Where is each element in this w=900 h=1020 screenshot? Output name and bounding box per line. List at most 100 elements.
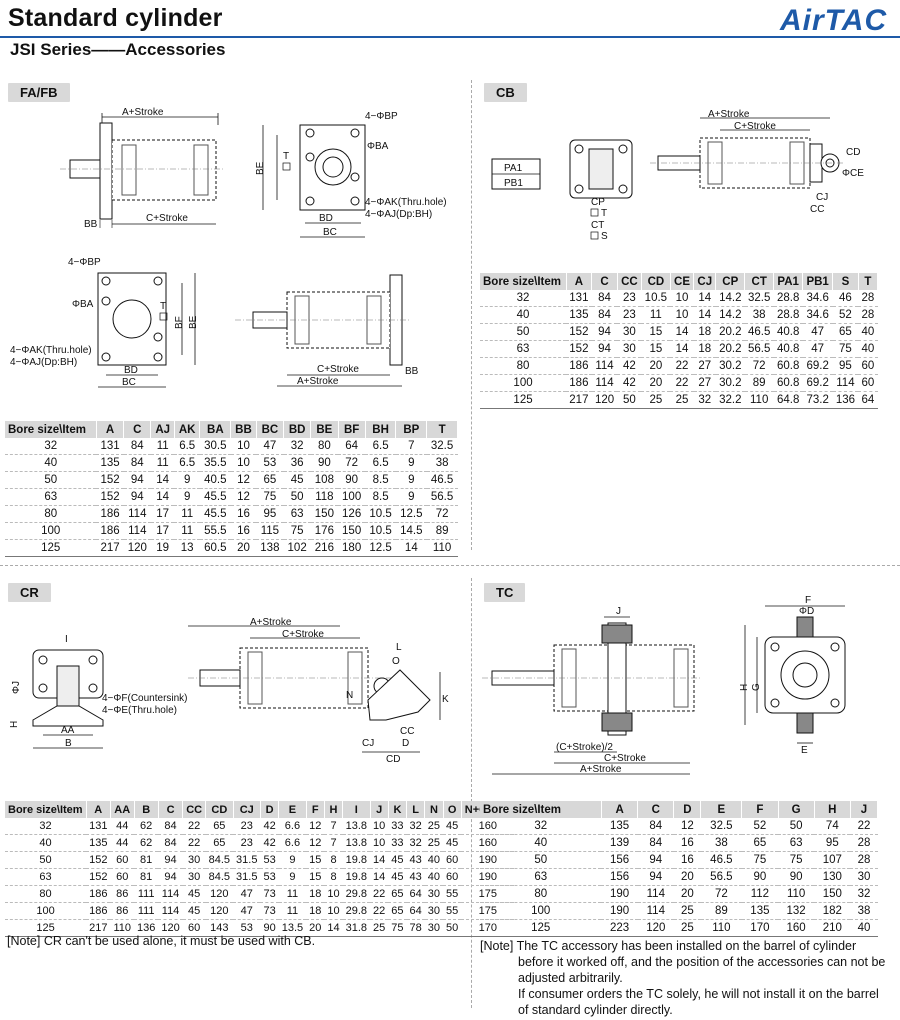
cr-table-cell: 18 bbox=[306, 885, 325, 903]
cr-table-cell: 45 bbox=[443, 818, 462, 835]
tc-drawing-side: J (C+Stroke)/2 C+Stroke A+Stroke bbox=[482, 606, 702, 775]
fafb-table-cell: 80 bbox=[5, 505, 97, 523]
tc-table-cell: 94 bbox=[637, 851, 674, 869]
cb-table-cell: 28 bbox=[858, 306, 878, 324]
fafb-table-cell: 65 bbox=[256, 471, 284, 489]
cr-table-cell: 13.8 bbox=[342, 818, 371, 835]
cr-label-n: N bbox=[346, 690, 353, 701]
cb-table-cell: 125 bbox=[480, 391, 567, 409]
fafb-drawing-side-2: C+Stroke A+Stroke BB bbox=[235, 274, 419, 387]
cb-label-ct: CT bbox=[591, 220, 604, 231]
tc-table-cell: 160 bbox=[778, 919, 815, 937]
cr-table-cell: 8 bbox=[324, 851, 343, 869]
cr-table-cell: 152 bbox=[86, 851, 111, 869]
fafb-label-c-stroke-2: C+Stroke bbox=[317, 364, 359, 375]
cb-table-cell: 18 bbox=[693, 323, 716, 341]
cr-table-cell: 31.5 bbox=[233, 851, 261, 869]
fafb-table-cell: 32.5 bbox=[426, 438, 458, 455]
tc-note-line-4: If consumer orders the TC solely, he wil… bbox=[518, 987, 879, 1001]
fafb-table-cell: 32 bbox=[5, 438, 97, 455]
fafb-table-cell: 75 bbox=[283, 522, 311, 540]
cb-table-cell: 14 bbox=[693, 290, 716, 307]
tc-label-f: F bbox=[805, 595, 811, 606]
cr-table-cell: 73 bbox=[260, 902, 279, 920]
tc-label-c-stroke: C+Stroke bbox=[604, 753, 646, 764]
cr-table-cell: 84 bbox=[158, 834, 183, 852]
cr-table-cell: 75 bbox=[388, 919, 407, 937]
cr-table-cell: 44 bbox=[110, 834, 134, 852]
cr-table-cell: 86 bbox=[110, 902, 134, 920]
cb-table-cell: 217 bbox=[566, 391, 592, 409]
fafb-label-t-2: T bbox=[160, 301, 166, 312]
cb-table-cell: 135 bbox=[566, 306, 592, 324]
fafb-table-header-cell: BB bbox=[230, 421, 257, 438]
fafb-table-cell: 135 bbox=[96, 454, 124, 472]
fafb-table-header-cell: C bbox=[123, 421, 152, 438]
section-tag-tc: TC bbox=[484, 583, 526, 602]
cr-table-cell: 45 bbox=[182, 885, 206, 903]
fafb-table-cell: 176 bbox=[310, 522, 338, 540]
tc-table-cell: 50 bbox=[480, 851, 602, 869]
cr-table-cell: 25 bbox=[424, 818, 444, 835]
cb-table-cell: 60.8 bbox=[773, 374, 803, 392]
cr-table-cell: 65 bbox=[388, 885, 407, 903]
cr-table: Bore size\ItemAAABCCCCDCJDEFHIJKLNON+O+9… bbox=[5, 801, 515, 937]
cr-table-cell: 9 bbox=[278, 868, 307, 886]
cr-table-cell: 94 bbox=[158, 868, 183, 886]
tc-table-cell: 182 bbox=[814, 902, 851, 920]
page-title: Standard cylinder bbox=[8, 4, 223, 32]
fafb-table-cell: 80 bbox=[310, 438, 338, 455]
cr-table-header-cell: B bbox=[134, 801, 159, 818]
cr-table-cell: 62 bbox=[134, 818, 159, 835]
cb-table-header-cell: PA1 bbox=[773, 273, 804, 290]
cb-table-cell: 25 bbox=[670, 391, 694, 409]
cr-table-cell: 65 bbox=[388, 902, 407, 920]
tc-table-cell: 114 bbox=[637, 885, 674, 903]
cb-table-cell: 14.2 bbox=[715, 306, 745, 324]
cb-table-cell: 25 bbox=[641, 391, 671, 409]
cr-table-cell: 20 bbox=[306, 919, 325, 937]
fafb-table-cell: 50 bbox=[283, 488, 311, 506]
cr-label-cj: CJ bbox=[362, 738, 374, 749]
cb-table-header-cell: CD bbox=[641, 273, 671, 290]
cb-table-cell: 131 bbox=[566, 290, 592, 307]
cb-label-cp: CP bbox=[591, 197, 605, 208]
tc-table-header-cell: A bbox=[601, 801, 639, 818]
fafb-label-bb-2: BB bbox=[405, 366, 419, 377]
cr-table-cell: 11 bbox=[278, 902, 307, 920]
fafb-table-cell: 17 bbox=[150, 505, 175, 523]
cb-table-cell: 114 bbox=[832, 374, 859, 392]
cb-table-cell: 27 bbox=[693, 357, 716, 375]
cb-table-cell: 22 bbox=[670, 374, 694, 392]
cb-label-ce: ΦCE bbox=[842, 168, 864, 179]
fafb-table-cell: 114 bbox=[123, 505, 151, 523]
cb-label-pa1: PA1 bbox=[504, 163, 523, 174]
cr-table-cell: 135 bbox=[86, 834, 111, 852]
cr-table-cell: 43 bbox=[406, 868, 425, 886]
fafb-table-cell: 46.5 bbox=[426, 471, 458, 489]
fafb-label-c-stroke: C+Stroke bbox=[146, 213, 188, 224]
fafb-table-cell: 11 bbox=[174, 522, 200, 540]
cr-table-cell: 6.6 bbox=[278, 818, 307, 835]
cr-table-cell: 30 bbox=[182, 851, 206, 869]
fafb-table-cell: 10.5 bbox=[365, 522, 396, 540]
tc-label-g: G bbox=[751, 683, 762, 691]
cr-table-header-cell: A bbox=[86, 801, 111, 818]
cr-table-header-cell: E bbox=[278, 801, 307, 818]
fafb-table-cell: 6.5 bbox=[174, 454, 200, 472]
cb-table-cell: 20.2 bbox=[715, 340, 745, 358]
cr-table-cell: 33 bbox=[388, 818, 407, 835]
fafb-table-cell: 186 bbox=[96, 505, 124, 523]
fafb-table-cell: 13 bbox=[174, 539, 200, 557]
tc-table-cell: 32.5 bbox=[700, 818, 742, 835]
tc-drawing-front: F ΦD H G E bbox=[739, 595, 846, 756]
cb-table-header-cell: CT bbox=[744, 273, 775, 290]
fafb-label-aj-2: 4−ΦAJ(Dp:BH) bbox=[10, 357, 77, 368]
cr-table-cell: 84.5 bbox=[205, 868, 234, 886]
tc-table-cell: 75 bbox=[778, 851, 815, 869]
cb-table-cell: 136 bbox=[832, 391, 859, 409]
